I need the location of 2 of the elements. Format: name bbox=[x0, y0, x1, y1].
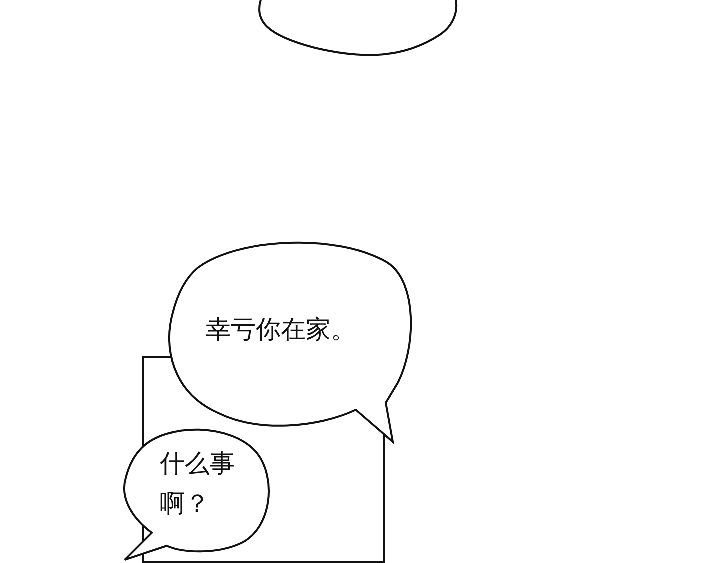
dialogue-text: 幸亏你在家。 bbox=[206, 314, 357, 346]
dialogue-text: 什么事啊？ bbox=[160, 448, 236, 520]
